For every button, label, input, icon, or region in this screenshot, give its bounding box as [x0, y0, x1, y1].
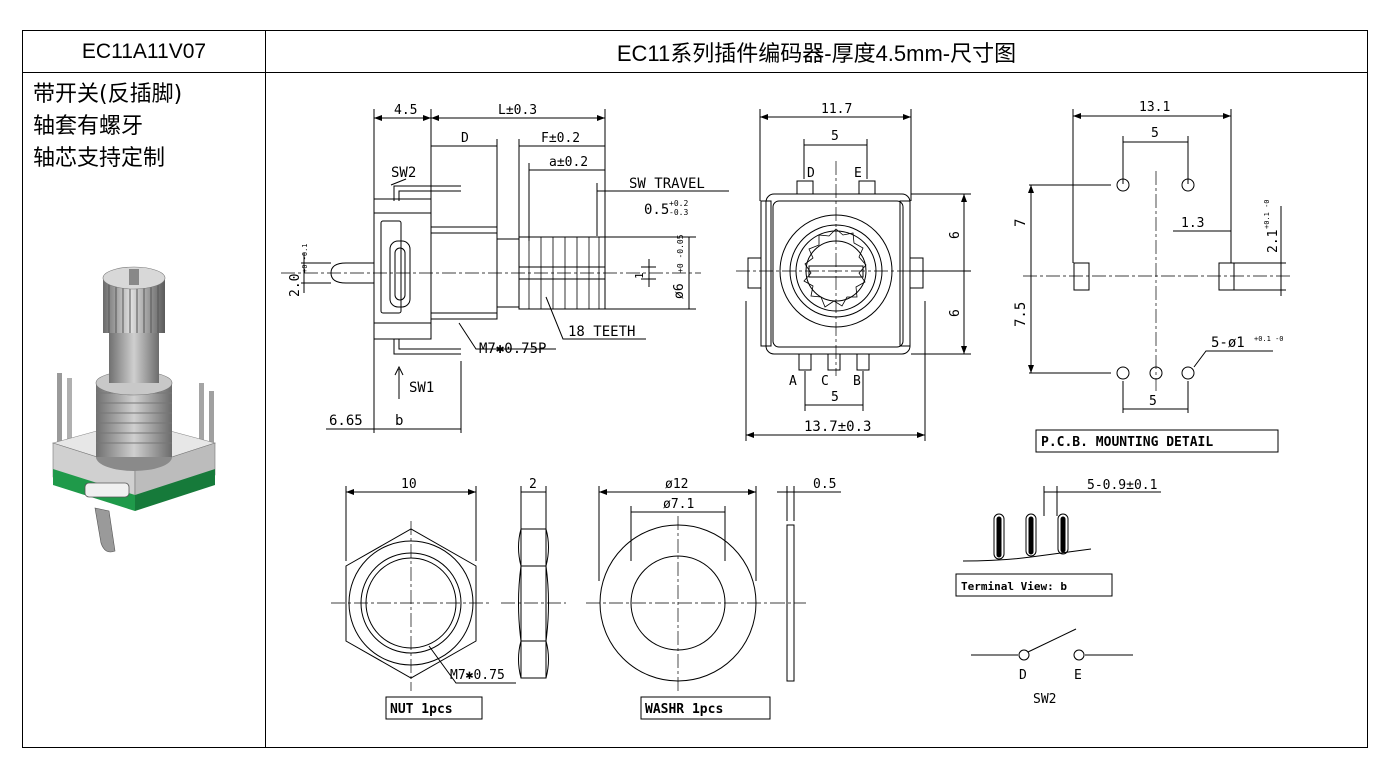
- dim-body: 4.5: [394, 103, 417, 118]
- side-view: [281, 109, 729, 433]
- feature-thread: 轴套有螺牙: [33, 114, 144, 139]
- dim-pin-tol: +0 -0.1: [301, 243, 309, 273]
- washer-view: [586, 486, 841, 720]
- sw2-label: SW2: [391, 165, 416, 181]
- drawing-panel: 4.5 L±0.3 D F±0.2 a±0.2 SW TRAVEL 0.5 +0…: [266, 73, 1367, 747]
- pcb-view: [1023, 109, 1291, 453]
- dim-a: a±0.2: [549, 155, 588, 170]
- dim-shaft: ø6: [672, 283, 687, 299]
- terminal-label: Terminal View: b: [961, 580, 1067, 593]
- sw-travel-tol-up: +0.2: [669, 199, 688, 208]
- switch-name: SW2: [1033, 692, 1056, 707]
- sw-travel-label: SW TRAVEL: [629, 176, 705, 192]
- pcb-holes-tol: +0.1 -0: [1254, 335, 1284, 343]
- pcb-holes: 5-ø1: [1211, 335, 1245, 351]
- nut-dim-10: 10: [401, 477, 417, 492]
- pcb-dim-21: 2.1: [1266, 230, 1281, 253]
- title-cell: EC11系列插件编码器-厚度4.5mm-尺寸图: [266, 31, 1367, 73]
- pcb-dim-top5: 5: [1151, 126, 1159, 141]
- dim-length: L±0.3: [498, 103, 537, 118]
- encoder-product-image: [51, 266, 217, 553]
- pcb-dim-131: 13.1: [1139, 100, 1170, 115]
- pcb-detail-label: P.C.B. MOUNTING DETAIL: [1041, 435, 1213, 450]
- washer-dim-o71: ø7.1: [663, 497, 694, 512]
- thread-label: M7✱0.75P: [479, 341, 546, 357]
- dim-pin: 2.0: [288, 274, 303, 297]
- dim-b: b: [395, 413, 403, 429]
- front-dim-width: 11.7: [821, 102, 852, 117]
- feature-shaft: 轴芯支持定制: [33, 146, 166, 171]
- dim-flat: 1: [633, 272, 646, 279]
- model-number-cell: EC11A11V07: [23, 31, 266, 73]
- feature-switch: 带开关(反插脚): [33, 82, 183, 107]
- switch-d-label: D: [1019, 668, 1027, 683]
- washer-dim-o12: ø12: [665, 477, 688, 492]
- nut-thread: M7✱0.75: [450, 668, 505, 683]
- terminal-view: [955, 486, 1161, 597]
- datasheet-table: EC11A11V07 EC11系列插件编码器-厚度4.5mm-尺寸图 带开关(反…: [22, 30, 1368, 748]
- pin-d-label: D: [807, 166, 815, 181]
- front-view: [736, 109, 971, 441]
- front-dim-6b: 6: [948, 309, 963, 317]
- front-dim-top5: 5: [831, 129, 839, 144]
- sw-travel-tol-dn: -0.3: [669, 208, 688, 217]
- pcb-dim-bot5: 5: [1149, 394, 1157, 409]
- dim-shaft-tol: +0 -0.05: [676, 234, 685, 273]
- switch-symbol: [971, 628, 1133, 661]
- pcb-dim-13: 1.3: [1181, 216, 1204, 231]
- front-dim-137: 13.7±0.3: [804, 419, 871, 435]
- dim-f: F±0.2: [541, 131, 580, 146]
- terminal-dim: 5-0.9±0.1: [1087, 478, 1157, 493]
- pin-c-label: C: [821, 374, 829, 389]
- front-dim-bot5: 5: [831, 390, 839, 405]
- pin-b-label: B: [853, 374, 861, 389]
- pcb-dim-75: 7.5: [1013, 302, 1029, 327]
- front-dim-6a: 6: [948, 231, 963, 239]
- dimension-drawing: 4.5 L±0.3 D F±0.2 a±0.2 SW TRAVEL 0.5 +0…: [281, 100, 1291, 720]
- pcb-dim-7: 7: [1013, 219, 1029, 227]
- sw-travel-value: 0.5: [644, 202, 669, 218]
- feature-panel: 带开关(反插脚) 轴套有螺牙 轴芯支持定制: [23, 73, 266, 747]
- model-number: EC11A11V07: [81, 39, 207, 63]
- pin-a-label: A: [789, 374, 797, 389]
- pin-e-label: E: [854, 166, 862, 181]
- nut-dim-2: 2: [529, 477, 537, 492]
- nut-label: NUT 1pcs: [390, 702, 453, 717]
- switch-e-label: E: [1074, 668, 1082, 683]
- pcb-dim-21-tol: +0.1 -0: [1263, 199, 1271, 229]
- dim-665: 6.65: [329, 413, 363, 429]
- washer-label: WASHR 1pcs: [645, 702, 723, 717]
- washer-dim-05: 0.5: [813, 477, 836, 492]
- drawing-title: EC11系列插件编码器-厚度4.5mm-尺寸图: [616, 40, 1017, 66]
- sw1-label: SW1: [409, 380, 434, 396]
- nut-view: [331, 486, 566, 720]
- teeth-label: 18 TEETH: [568, 324, 635, 340]
- dim-d: D: [461, 131, 469, 146]
